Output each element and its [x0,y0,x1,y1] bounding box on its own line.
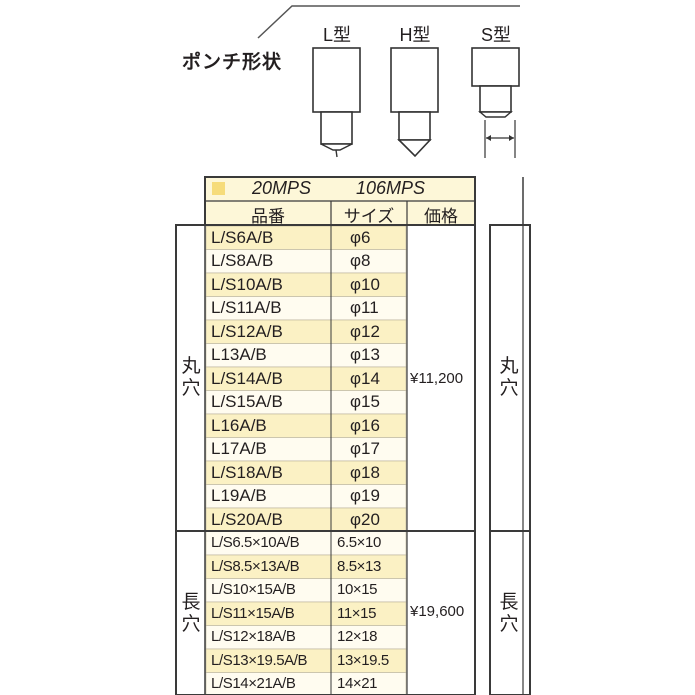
part-number-cell: L/S12A/B [211,321,283,341]
part-number-cell: L17A/B [211,439,267,458]
size-cell: φ14 [350,368,380,388]
size-cell: φ10 [350,274,380,294]
size-cell: 6.5×10 [337,534,381,551]
size-cell: φ19 [350,486,380,505]
part-number-cell: L/S18A/B [211,462,283,482]
part-number-cell: L/S10×15A/B [211,581,296,598]
size-cell: φ13 [350,345,380,364]
part-number-cell: L/S6.5×10A/B [211,534,300,551]
right-round-hole-label: 丸 穴 [499,356,519,399]
punch-l-type-drawing [312,47,361,158]
header-price: 価格 [424,207,458,226]
row-background [205,672,407,695]
part-number-cell: L/S8.5×13A/B [211,557,300,575]
part-number-cell: L/S12×18A/B [211,628,296,645]
size-cell: 10×15 [337,581,378,598]
leader-line [257,5,520,39]
size-cell: 11×15 [337,604,377,622]
row-backgrounds [205,225,407,695]
size-cell: φ18 [350,462,380,482]
color-swatch [212,182,225,195]
size-cell: φ15 [350,392,380,411]
part-number-cell: L/S8A/B [211,251,274,270]
header-size: サイズ [343,207,395,226]
part-number-cell: L/S14A/B [211,368,283,388]
punch-shape-title: ポンチ形状 [182,52,283,73]
part-number-cell: L/S10A/B [211,274,283,294]
part-number-cell: L/S11A/B [211,298,282,317]
oblong-hole-label: 長 穴 [181,592,201,635]
part-number-cell: L/S15A/B [211,392,283,411]
size-cell: φ11 [350,298,379,317]
size-cell: 8.5×13 [337,557,381,575]
size-cell: φ6 [350,227,371,247]
size-cell: 14×21 [337,675,378,692]
punch-label-h: H型 [399,25,431,45]
size-cell: 12×18 [337,628,378,645]
oblong-price: ¥19,600 [410,603,465,620]
punch-label-s: S型 [480,25,511,45]
size-cell: 13×19.5 [337,651,389,669]
size-cell: φ17 [350,439,380,458]
part-number-cell: L13A/B [211,345,267,364]
part-number-cell: L/S6A/B [211,227,274,247]
round-hole-label: 丸 穴 [181,356,201,399]
header-model-20mps: 20MPS [252,178,312,198]
size-cell: φ16 [350,415,380,435]
part-number-cell: L16A/B [211,415,267,435]
part-number-cell: L19A/B [211,486,267,505]
punch-label-l: L型 [322,25,351,45]
size-cell: φ20 [350,509,380,529]
header-model-106mps: 106MPS [356,178,426,198]
header-part-number: 品番 [251,207,285,226]
punch-s-type-drawing [471,47,520,158]
round-price: ¥11,200 [410,370,464,387]
part-number-cell: L/S13×19.5A/B [211,651,308,669]
punch-h-type-drawing [390,47,439,158]
size-cell: φ8 [350,251,371,270]
size-cell: φ12 [350,321,380,341]
part-number-cell: L/S20A/B [211,509,283,529]
right-oblong-hole-label: 長 穴 [499,592,519,635]
part-number-cell: L/S11×15A/B [211,604,295,622]
punch-shapes-diagram [257,5,520,158]
part-number-cell: L/S14×21A/B [211,675,296,692]
